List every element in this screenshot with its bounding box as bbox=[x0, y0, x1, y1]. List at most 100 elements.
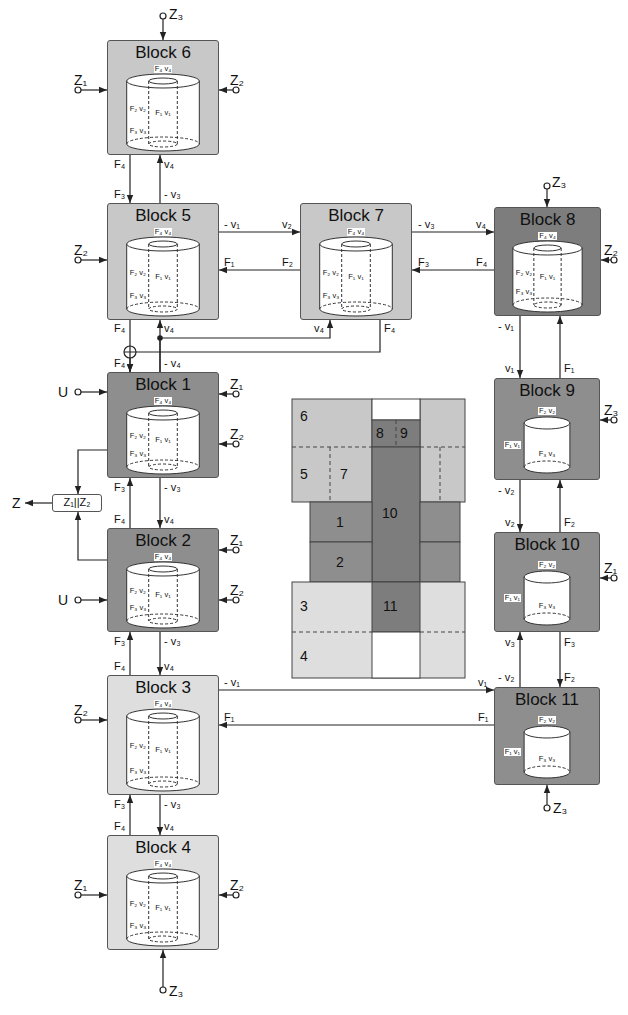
bore-top bbox=[149, 713, 178, 719]
port-label: F₄ bbox=[476, 256, 487, 269]
port-label: F₂ bbox=[564, 671, 575, 684]
block-title: Block 2 bbox=[135, 531, 191, 551]
port-label: - v₁ bbox=[224, 218, 240, 231]
signal-connector bbox=[159, 155, 160, 203]
port-label: F₁ bbox=[224, 256, 234, 269]
port-label: v₂ bbox=[282, 218, 292, 231]
face-label: F₂ v₂ bbox=[129, 269, 147, 277]
port-label: - v₃ bbox=[164, 188, 181, 201]
hidden-edge bbox=[513, 298, 582, 305]
port-label: F₄ bbox=[114, 820, 125, 833]
block-title: Block 7 bbox=[328, 206, 384, 226]
signal-connector bbox=[559, 632, 560, 687]
terminal-label: Z₁ bbox=[230, 376, 243, 392]
hidden-edge bbox=[127, 460, 200, 467]
section-part bbox=[372, 399, 420, 420]
hidden-edge bbox=[320, 302, 393, 309]
terminal-label: Z₃ bbox=[169, 6, 183, 22]
input-wire bbox=[162, 19, 163, 40]
input-wire bbox=[81, 259, 107, 260]
port-label: v₄ bbox=[314, 322, 324, 335]
face-label: F₁ v₁ bbox=[347, 273, 364, 281]
port-label: v₄ bbox=[164, 513, 174, 526]
face-label: F₁ v₁ bbox=[154, 436, 171, 444]
port-label: F₁ bbox=[564, 362, 574, 375]
port-label: F₁ bbox=[224, 711, 234, 724]
cylinder-top bbox=[127, 237, 200, 251]
block-box: Block 2F₄ v₄F₂ v₂F₁ v₁F₃ v₃ bbox=[107, 528, 219, 632]
terminal bbox=[544, 183, 550, 189]
sum-plus bbox=[124, 346, 136, 358]
terminal-label: Z₂ bbox=[230, 877, 244, 893]
block-title: Block 5 bbox=[135, 206, 191, 226]
cylinder-body bbox=[513, 248, 582, 312]
callout-number: 7 bbox=[340, 466, 348, 482]
section-part bbox=[292, 399, 372, 502]
input-wire bbox=[219, 89, 233, 90]
face-label: F₂ v₂ bbox=[538, 716, 556, 724]
summing-junction bbox=[124, 346, 136, 358]
face-label: F₂ v₂ bbox=[322, 269, 340, 277]
terminal-label: Z₁ bbox=[74, 877, 87, 893]
callout-number: 8 bbox=[376, 425, 384, 441]
cylinder-body bbox=[524, 732, 570, 778]
port-label: - v₁ bbox=[224, 676, 240, 689]
signal-connector bbox=[412, 269, 494, 270]
terminal-label: Z bbox=[12, 495, 21, 511]
port-label: F₄ bbox=[114, 660, 125, 673]
cylinder-body bbox=[320, 244, 393, 316]
section-figure bbox=[292, 399, 465, 678]
bore-top bbox=[342, 241, 371, 247]
face-label: F₄ v₄ bbox=[154, 65, 173, 73]
terminal-label: Z₂ bbox=[230, 72, 244, 88]
signal-connector bbox=[412, 231, 494, 232]
callout-number: 5 bbox=[300, 466, 308, 482]
block-title: Block 9 bbox=[519, 381, 575, 401]
face-label: F₁ v₁ bbox=[154, 273, 171, 281]
face-label: F₃ v₃ bbox=[129, 604, 148, 612]
bore-top bbox=[149, 873, 178, 879]
bore-bottom bbox=[149, 618, 178, 624]
face-label: F₂ v₂ bbox=[129, 742, 147, 750]
block-box: Block 8F₄ v₄F₂ v₂F₁ v₁F₃ v₃ bbox=[494, 207, 601, 316]
port-label: v₂ bbox=[505, 516, 515, 529]
input-wire bbox=[219, 393, 233, 394]
block-title: Block 3 bbox=[135, 678, 191, 698]
port-label: F₂ bbox=[282, 256, 293, 269]
cylinder-body bbox=[127, 716, 200, 791]
port-label: F₃ bbox=[114, 798, 125, 811]
input-wire bbox=[219, 599, 233, 600]
section-part bbox=[372, 632, 420, 678]
hidden-edge bbox=[127, 614, 200, 621]
port-label: v₄ bbox=[476, 218, 486, 231]
signal-connector bbox=[219, 724, 494, 725]
face-label: F₃ v₃ bbox=[129, 292, 148, 300]
input-wire bbox=[219, 549, 233, 550]
port-label: v₃ bbox=[505, 636, 515, 649]
signal-connector bbox=[219, 689, 494, 690]
terminal-label: Z₁ bbox=[74, 72, 87, 88]
callout-number: 11 bbox=[383, 598, 398, 614]
port-label: F₄ bbox=[114, 322, 125, 335]
hidden-edge bbox=[524, 613, 570, 619]
face-label: F₃ v₃ bbox=[538, 755, 557, 763]
face-label: F₃ v₃ bbox=[129, 127, 148, 135]
input-wire bbox=[600, 577, 611, 578]
signal-connector bbox=[160, 320, 330, 372]
signal-connector bbox=[78, 450, 107, 494]
port-label: F₃ bbox=[114, 188, 125, 201]
face-label: F₄ v₄ bbox=[154, 860, 173, 868]
bore-wall bbox=[149, 244, 178, 309]
cylinder-top bbox=[513, 241, 582, 255]
terminal-label: Z₂ bbox=[604, 242, 618, 258]
hidden-edge bbox=[524, 766, 570, 772]
signal-connector bbox=[219, 231, 300, 232]
input-wire bbox=[81, 719, 107, 720]
terminal bbox=[544, 805, 550, 811]
port-label: F₃ bbox=[418, 256, 429, 269]
block-box: Block 9F₂ v₂F₁ v₁F₃ v₃ bbox=[494, 378, 600, 480]
cylinder-top bbox=[524, 726, 570, 738]
port-label: F₄ bbox=[114, 513, 125, 526]
port-label: F₄ bbox=[114, 158, 125, 171]
